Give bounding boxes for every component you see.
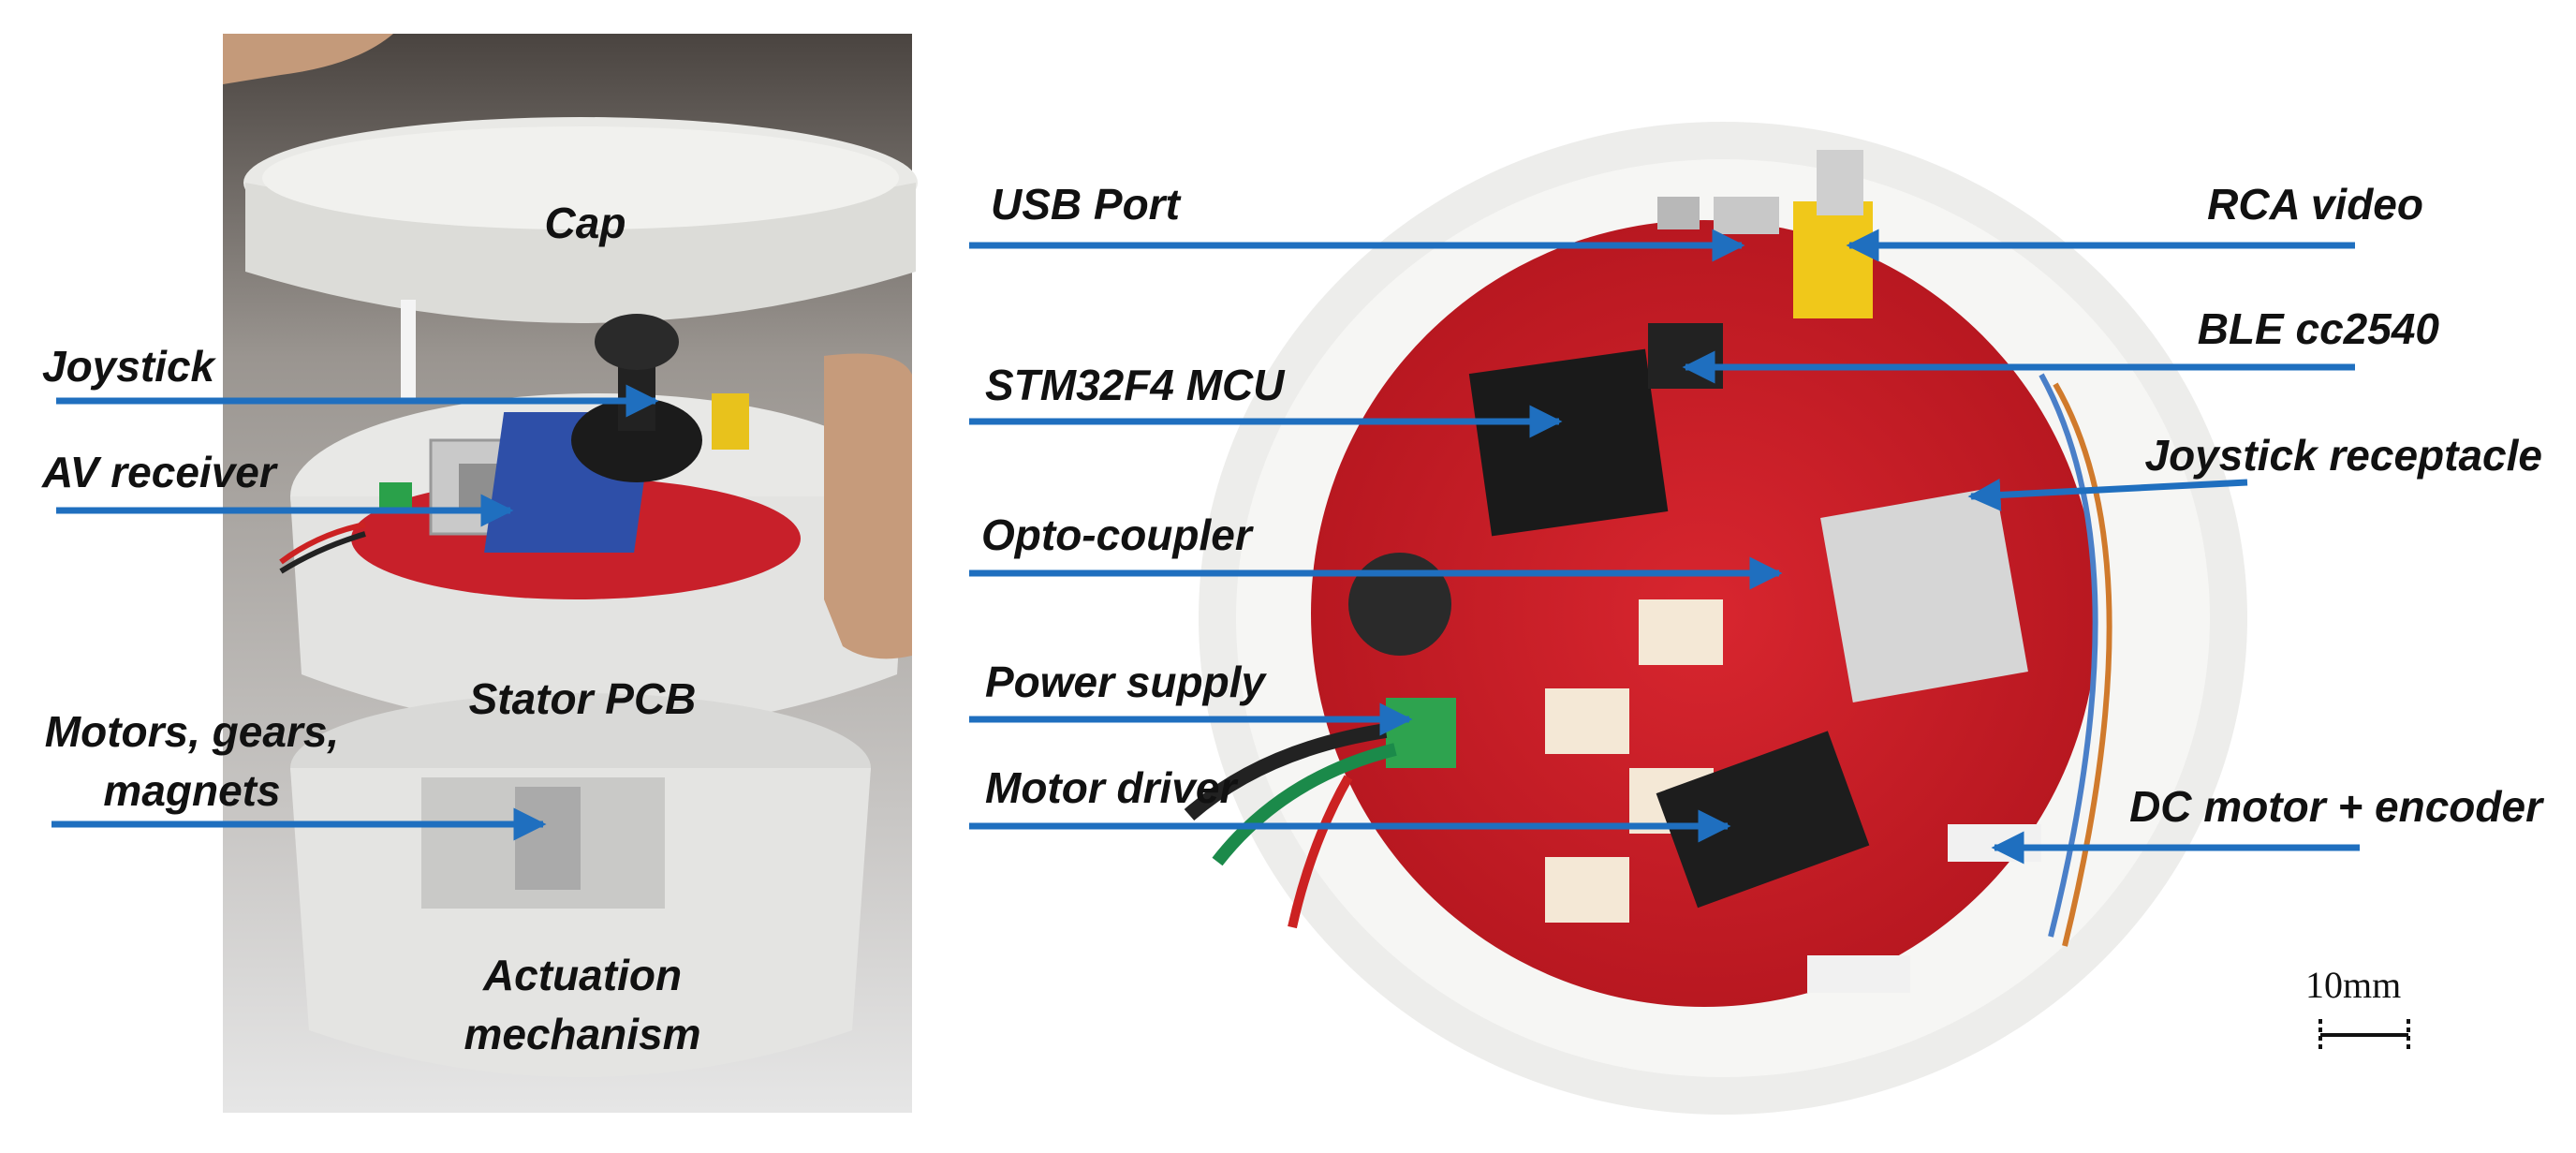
label-actuation-line1: Actuation [482,951,683,999]
label-rca-video: RCA video [2207,180,2423,229]
label-usb-port: USB Port [991,180,1180,229]
left-photo [223,34,918,1113]
label-dc-motor-encoder: DC motor + encoder [2129,782,2542,831]
scale-bar [2318,1019,2410,1051]
label-ble: BLE cc2540 [2197,304,2439,353]
label-opto-coupler: Opto-coupler [981,510,1252,559]
label-motor-driver: Motor driver [985,763,1237,812]
power-connector [1386,698,1456,768]
stm32-chip [1468,348,1669,537]
label-actuation-line2: mechanism [464,1010,701,1058]
motor-driver-chip [1656,731,1870,909]
ble-chip [1648,323,1723,389]
hand [223,34,393,84]
usb-a-receptacle [1820,487,2028,702]
right-photo [1184,122,2247,1115]
arrow-joystick-receptacle [1967,478,2248,511]
label-av-receiver: AV receiver [42,448,276,496]
label-motors-line2: magnets [103,766,281,815]
scale-bar-label: 10mm [2305,964,2402,1006]
label-stator-pcb: Stator PCB [468,674,697,723]
opto-1 [1639,599,1723,665]
rca-jack [1793,201,1873,318]
label-stm32: STM32F4 MCU [985,361,1285,409]
leader-arrows [52,229,2360,865]
label-cap: Cap [544,199,626,247]
joystick-knob [595,314,679,370]
label-joystick-receptacle: Joystick receptacle [2144,431,2543,480]
label-power-supply: Power supply [985,658,1266,706]
label-joystick: Joystick [42,342,215,391]
usb-port [1714,197,1779,234]
label-motors-line1: Motors, gears, [44,707,340,756]
